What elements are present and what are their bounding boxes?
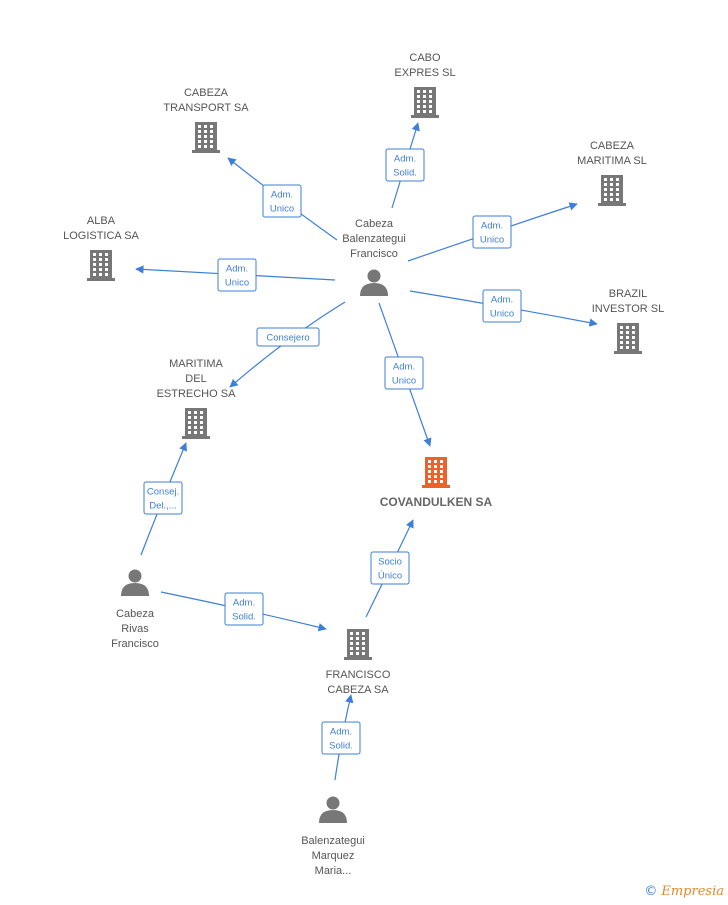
edge-label-text: Socio: [378, 557, 402, 568]
node-cabo[interactable]: CABO EXPRES SL: [394, 52, 456, 118]
node-label: Balenzategui: [342, 233, 406, 245]
node-label: Cabeza: [355, 218, 394, 230]
node-label: Balenzategui: [301, 835, 365, 847]
node-label: CABO: [409, 52, 441, 64]
node-label: FRANCISCO: [326, 669, 391, 681]
building-icon[interactable]: [614, 323, 642, 354]
edge-label-box[interactable]: [321, 721, 361, 755]
edge-p_balenzategui-to-transport: Adm. Unico: [227, 157, 338, 241]
building-icon[interactable]: [598, 175, 626, 206]
node-label: EXPRES SL: [394, 67, 455, 79]
edge-label-text: Unico: [225, 278, 249, 289]
building-icon[interactable]: [411, 87, 439, 118]
node-estrecho[interactable]: MARITIMA DEL ESTRECHO SA: [157, 358, 237, 439]
edge-label-text: Adm.: [393, 362, 415, 373]
building-icon[interactable]: [422, 457, 450, 488]
node-label: COVANDULKEN SA: [380, 495, 493, 509]
edge-p_rivas-to-francisco_sa: Adm. Solid.: [160, 591, 327, 632]
edge-label-text: Único: [378, 571, 402, 582]
edges-layer: Adm.Solid.Adm.UnicoAdm.UnicoAdm.UnicoAdm…: [135, 122, 598, 781]
node-p_marquez[interactable]: BalenzateguiMarquezMaria...: [301, 796, 365, 878]
node-label: MARITIMA SL: [577, 155, 647, 167]
edge-label-text: Adm.: [233, 598, 255, 609]
edge-label-box[interactable]: [482, 289, 522, 323]
edge-label-text: Solid.: [232, 612, 256, 623]
edge-p_marquez-to-francisco_sa: Adm. Solid.: [321, 694, 361, 781]
node-label: CABEZA: [590, 140, 635, 152]
edge-label-box[interactable]: [370, 551, 410, 585]
edge-label-text: Adm.: [491, 295, 513, 306]
node-label: BRAZIL: [609, 288, 648, 300]
edge-p_balenzategui-to-cabo: Adm. Solid.: [385, 122, 425, 209]
edge-label-box[interactable]: [384, 356, 424, 390]
node-label: INVESTOR SL: [592, 303, 665, 315]
edge-label-text: Unico: [490, 309, 514, 320]
edge-label-box[interactable]: [217, 258, 257, 292]
edge-label-box[interactable]: [224, 592, 264, 626]
edge-label-text: Adm.: [330, 727, 352, 738]
node-label: CABEZA: [184, 87, 229, 99]
edge-label-text: Unico: [392, 376, 416, 387]
node-label: LOGISTICA SA: [63, 230, 139, 242]
edge-label-box[interactable]: [385, 148, 425, 182]
node-label: TRANSPORT SA: [163, 102, 249, 114]
brand-name: Empresia: [661, 884, 724, 899]
edge-p_balenzategui-to-estrecho: Consejero: [229, 301, 346, 388]
node-label: Rivas: [121, 623, 149, 635]
building-icon[interactable]: [87, 250, 115, 281]
edge-label-text: Unico: [480, 235, 504, 246]
node-label: Marquez: [312, 850, 355, 862]
edge-p_balenzategui-to-brazil: Adm. Unico: [409, 289, 598, 327]
edge-label-text: Adm.: [394, 154, 416, 165]
person-icon[interactable]: [319, 796, 347, 824]
node-transport[interactable]: CABEZA TRANSPORT SA: [163, 87, 249, 153]
node-label: Francisco: [111, 638, 159, 650]
edge-label-box[interactable]: [256, 327, 320, 347]
edge-label-text: Adm.: [481, 221, 503, 232]
nodes-layer: CABO EXPRES SL CABEZA TRANSPORT SA CABEZA MAR…: [63, 52, 664, 877]
node-label: Maria...: [315, 865, 352, 877]
person-icon[interactable]: [360, 269, 388, 297]
edge-p_balenzategui-to-alba: Adm. Unico: [135, 258, 336, 292]
building-icon[interactable]: [192, 122, 220, 153]
edge-label-text: Adm.: [226, 264, 248, 275]
person-icon[interactable]: [121, 569, 149, 597]
brand-watermark: ©Empresia: [644, 884, 724, 899]
edge-label-box[interactable]: [262, 184, 302, 218]
node-label: CABEZA SA: [327, 684, 389, 696]
edge-p_balenzategui-to-covandulken: Adm. Unico: [378, 302, 432, 447]
node-label: MARITIMA: [169, 358, 223, 370]
edge-label-text: Unico: [270, 204, 294, 215]
node-label: Cabeza: [116, 608, 155, 620]
node-maritimasl[interactable]: CABEZA MARITIMA SL: [577, 140, 647, 206]
edge-label-text: Solid.: [329, 741, 353, 752]
edge-p_rivas-to-estrecho: Consej. Del.,...: [140, 442, 187, 556]
edge-label-text: Del.,...: [149, 501, 176, 512]
edge-label-text: Adm.: [271, 190, 293, 201]
node-brazil[interactable]: BRAZIL INVESTOR SL: [592, 288, 665, 354]
node-covandulken[interactable]: COVANDULKEN SA: [380, 457, 493, 509]
node-label: DEL: [185, 373, 206, 385]
building-icon[interactable]: [182, 408, 210, 439]
copyright-icon: ©: [644, 884, 658, 899]
node-label: Francisco: [350, 248, 398, 260]
edge-label-box[interactable]: [472, 215, 512, 249]
node-alba[interactable]: ALBA LOGISTICA SA: [63, 215, 140, 281]
node-label: ALBA: [87, 215, 116, 227]
edge-label-text: Consejero: [266, 333, 309, 344]
building-icon[interactable]: [344, 629, 372, 660]
node-francisco_sa[interactable]: FRANCISCO CABEZA SA: [326, 629, 391, 696]
node-label: ESTRECHO SA: [157, 388, 237, 400]
edge-label-text: Solid.: [393, 168, 417, 179]
edge-p_balenzategui-to-maritimasl: Adm. Unico: [407, 202, 578, 262]
edge-label-text: Consej.: [147, 487, 179, 498]
edge-label-box[interactable]: [143, 481, 183, 515]
